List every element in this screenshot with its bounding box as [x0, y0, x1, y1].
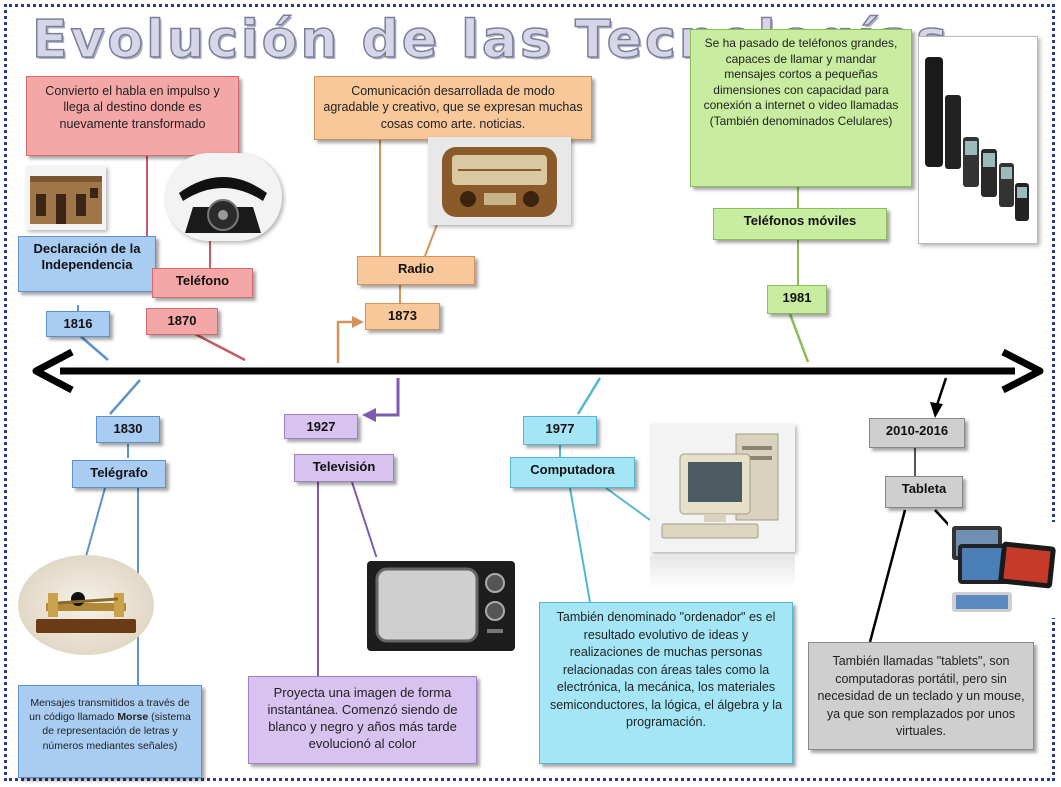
moviles-year: 1981 — [767, 285, 827, 314]
telegraph-image — [18, 555, 154, 655]
television-label: Televisión — [294, 454, 394, 482]
radio-image — [428, 137, 571, 225]
telegrafo-desc-morse: Morse — [117, 711, 149, 724]
rotary-phone-icon — [179, 177, 267, 233]
tableta-label: Tableta — [885, 476, 963, 508]
tv-image — [365, 557, 517, 655]
telegrafo-desc-post: (sistema de representación de letras y n… — [42, 711, 191, 752]
computer-image — [650, 424, 795, 552]
mobile-phones-image — [918, 36, 1038, 244]
telegraph-key-icon — [36, 592, 136, 633]
telefono-label: Teléfono — [152, 268, 253, 298]
telefono-description: Convierto el habla en impulso y llega al… — [26, 76, 239, 156]
tablets-icon — [952, 526, 1056, 612]
timeline-left-arrowhead — [32, 348, 74, 394]
computadora-year: 1977 — [523, 416, 597, 445]
television-description: Proyecta una imagen de forma instantánea… — [248, 676, 477, 764]
computadora-description: También denominado "ordenador" es el res… — [539, 602, 793, 764]
moviles-description: Se ha pasado de teléfonos grandes, capac… — [690, 29, 912, 187]
television-year: 1927 — [284, 414, 358, 439]
mobile-phones-icon — [925, 57, 1029, 221]
computer-reflection — [650, 556, 795, 588]
tableta-description: También llamadas "tablets", son computad… — [808, 642, 1034, 750]
telegrafo-description: Mensajes transmitidos a través de un cód… — [18, 685, 202, 778]
dotted-border — [4, 4, 1055, 781]
telegrafo-year: 1830 — [96, 416, 160, 443]
timeline-right-arrowhead — [1001, 348, 1044, 394]
building-image — [26, 166, 106, 230]
television-icon — [367, 561, 515, 651]
radio-label: Radio — [357, 256, 475, 285]
building-icon — [30, 176, 102, 224]
telegrafo-desc-pre: Mensajes transmitidos a través de un cód… — [29, 697, 190, 724]
independencia-label: Declaración de la Independencia — [18, 236, 156, 292]
radio-year: 1873 — [365, 303, 440, 330]
computadora-label: Computadora — [510, 457, 635, 488]
radio-description: Comunicación desarrollada de modo agrada… — [314, 76, 592, 140]
radio-icon — [442, 147, 557, 217]
telefono-year: 1870 — [146, 308, 218, 335]
rotary-phone-image — [165, 153, 282, 241]
tableta-year: 2010-2016 — [869, 418, 965, 448]
independencia-year: 1816 — [46, 311, 110, 337]
moviles-label: Teléfonos móviles — [713, 208, 887, 240]
telegrafo-label: Telégrafo — [72, 460, 166, 488]
computer-icon — [661, 433, 779, 539]
tablets-image — [948, 522, 1058, 618]
